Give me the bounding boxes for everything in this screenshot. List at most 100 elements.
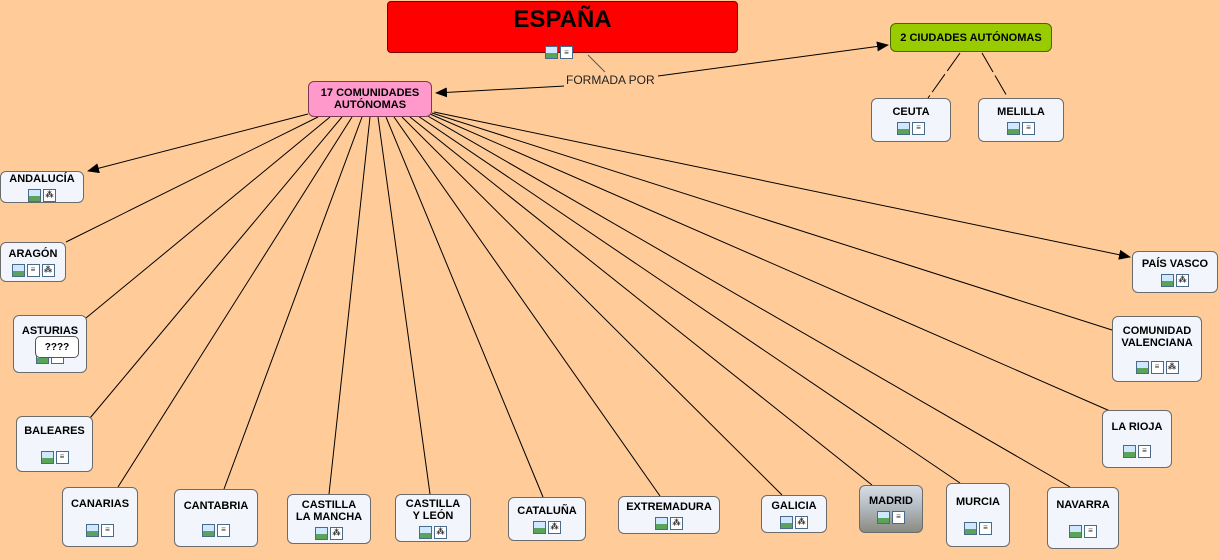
node-andalucia[interactable]: ANDALUCÍA ⁂: [0, 171, 84, 203]
concept-map-icon[interactable]: ⁂: [41, 263, 55, 277]
node-ceuta[interactable]: CEUTA ≡: [871, 98, 951, 142]
edge-asturias: [85, 116, 331, 319]
node-icons: ≡: [897, 121, 925, 135]
image-icon[interactable]: [419, 525, 432, 539]
document-icon[interactable]: ≡: [217, 523, 230, 537]
concept-map-icon[interactable]: ⁂: [43, 188, 56, 202]
root-title: ESPAÑA: [513, 6, 612, 33]
node-cataluna[interactable]: CATALUÑA ⁂: [508, 497, 586, 541]
root-node-espana[interactable]: ESPAÑA: [387, 1, 738, 53]
document-icon[interactable]: ≡: [912, 121, 925, 135]
node-icons: ≡⁂: [1135, 360, 1179, 374]
image-icon[interactable]: [897, 121, 910, 135]
node-melilla[interactable]: MELILLA ≡: [978, 98, 1064, 142]
node-label: CANARIAS: [70, 497, 130, 510]
concept-map-icon[interactable]: ⁂: [434, 525, 447, 539]
node-cantabria[interactable]: CANTABRIA ≡: [174, 489, 258, 547]
node-canarias[interactable]: CANARIAS ≡: [62, 487, 138, 547]
image-icon[interactable]: [1123, 444, 1136, 458]
node-murcia[interactable]: MURCIA ≡: [946, 483, 1010, 547]
node-comunidad-valenciana[interactable]: COMUNIDAD VALENCIANA ≡⁂: [1112, 316, 1202, 382]
concept-map-icon[interactable]: ⁂: [548, 520, 561, 534]
image-icon[interactable]: [1007, 121, 1020, 135]
node-extremadura[interactable]: EXTREMADURA ⁂: [618, 496, 720, 534]
image-icon[interactable]: [40, 450, 54, 464]
document-icon[interactable]: ≡: [1022, 121, 1035, 135]
edge-cantabria: [223, 116, 363, 490]
node-aragon[interactable]: ARAGÓN ≡⁂: [0, 242, 66, 282]
node-baleares[interactable]: BALEARES ≡: [16, 416, 93, 472]
image-icon[interactable]: [780, 515, 793, 529]
image-icon[interactable]: [877, 510, 890, 524]
node-label: CEUTA: [892, 105, 930, 118]
document-icon[interactable]: ≡: [55, 450, 69, 464]
image-icon[interactable]: [28, 188, 41, 202]
document-icon[interactable]: ≡: [101, 523, 114, 537]
image-icon[interactable]: [86, 523, 99, 537]
image-icon[interactable]: [202, 523, 215, 537]
edge-cities-ceuta: [927, 52, 961, 99]
edge-galicia: [401, 116, 783, 496]
node-icons: ≡: [40, 450, 69, 464]
node-icons: ≡: [1069, 524, 1097, 538]
edge-castilla-leon: [377, 116, 431, 495]
image-icon[interactable]: [533, 520, 546, 534]
group-node-comunidades[interactable]: 17 COMUNIDADES AUTÓNOMAS: [308, 81, 432, 117]
image-icon[interactable]: [1135, 360, 1149, 374]
image-icon[interactable]: [315, 526, 328, 540]
node-icons: ≡: [1007, 121, 1035, 135]
edge-extremadura: [393, 116, 661, 497]
edge-pais-vasco: [433, 111, 1131, 260]
node-icons: ⁂: [315, 526, 343, 540]
node-castilla-y-leon[interactable]: CASTILLA Y LEÓN ⁂: [395, 494, 471, 542]
edge-castilla-mancha: [328, 116, 371, 495]
node-icons: ≡: [964, 521, 992, 535]
node-label: LA RIOJA: [1111, 420, 1163, 433]
concept-map-icon[interactable]: ⁂: [330, 526, 343, 540]
image-icon[interactable]: [655, 516, 668, 530]
edge-valenciana: [431, 112, 1113, 331]
image-icon[interactable]: [545, 46, 558, 59]
concept-map-icon[interactable]: ⁂: [1165, 360, 1179, 374]
edge-label-formada-por: FORMADA POR: [564, 73, 657, 87]
edge-aragon: [65, 116, 319, 243]
node-icons: ⁂: [1161, 273, 1189, 287]
node-pais-vasco[interactable]: PAÍS VASCO ⁂: [1132, 251, 1218, 293]
node-castilla-la-mancha[interactable]: CASTILLA LA MANCHA ⁂: [287, 494, 371, 544]
node-label: MELILLA: [997, 105, 1045, 118]
edge-baleares: [89, 116, 343, 419]
document-icon[interactable]: ≡: [560, 46, 573, 59]
node-label: PAÍS VASCO: [1141, 257, 1209, 270]
root-icons: ≡: [545, 46, 573, 59]
image-icon[interactable]: [11, 263, 25, 277]
node-icons: ⁂: [780, 515, 808, 529]
concept-map-icon[interactable]: ⁂: [1176, 273, 1189, 287]
node-label: MURCIA: [956, 495, 1000, 508]
node-icons: ≡: [1123, 444, 1151, 458]
tooltip-placeholder: ????: [35, 336, 79, 358]
image-icon[interactable]: [1161, 273, 1174, 287]
concept-map-icon[interactable]: ⁂: [795, 515, 808, 529]
edge-cataluna: [385, 116, 544, 498]
document-icon[interactable]: ≡: [1138, 444, 1151, 458]
edge-root-label: [587, 54, 606, 73]
concept-map-icon[interactable]: ⁂: [670, 516, 683, 530]
image-icon[interactable]: [964, 521, 977, 535]
node-label: MADRID: [869, 494, 913, 507]
document-icon[interactable]: ≡: [26, 263, 40, 277]
group-communities-label: 17 COMUNIDADES AUTÓNOMAS: [320, 87, 420, 111]
document-icon[interactable]: ≡: [892, 510, 905, 524]
node-la-rioja[interactable]: LA RIOJA ≡: [1102, 410, 1172, 468]
image-icon[interactable]: [1069, 524, 1082, 538]
node-label: ARAGÓN: [8, 247, 58, 260]
node-icons: ⁂: [533, 520, 561, 534]
node-label: CASTILLA Y LEÓN: [405, 497, 461, 522]
group-node-ciudades[interactable]: 2 CIUDADES AUTÓNOMAS: [890, 23, 1052, 52]
node-label: CASTILLA LA MANCHA: [295, 498, 363, 523]
document-icon[interactable]: ≡: [979, 521, 992, 535]
node-navarra[interactable]: NAVARRA ≡: [1047, 487, 1119, 549]
document-icon[interactable]: ≡: [1084, 524, 1097, 538]
node-galicia[interactable]: GALICIA ⁂: [761, 495, 827, 533]
document-icon[interactable]: ≡: [1150, 360, 1164, 374]
node-madrid[interactable]: MADRID ≡: [859, 485, 923, 533]
